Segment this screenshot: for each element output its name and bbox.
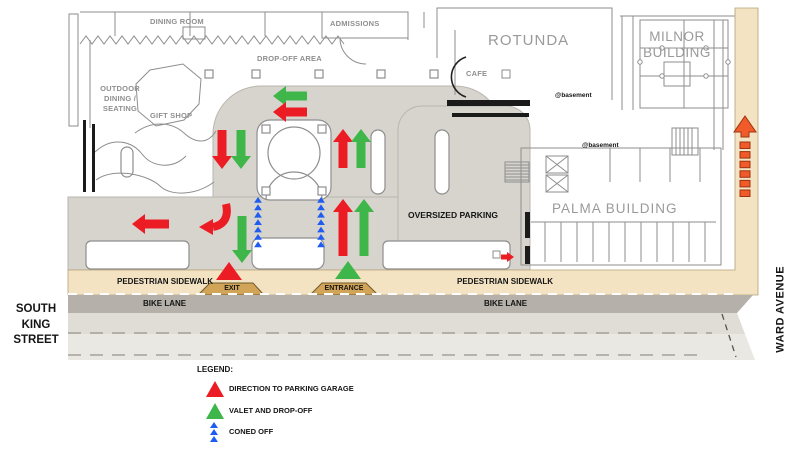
oversized-parking-label: OVERSIZED PARKING (408, 210, 499, 220)
corner-lane-line (721, 313, 737, 358)
bike-lane-label-right: BIKE LANE (484, 299, 528, 308)
palma-building-label: PALMA BUILDING (552, 201, 678, 216)
cafe-label: CAFE (466, 69, 488, 78)
outdoor-dining-label: OUTDOOR DINING / SEATING (100, 84, 140, 114)
legend-title: LEGEND: (197, 365, 233, 374)
legend-green-triangle-icon (206, 403, 224, 419)
garage-flow-south (212, 130, 232, 169)
sidewalk-label-right: PEDESTRIAN SIDEWALK (457, 277, 554, 286)
palma-gate-arrow (501, 252, 514, 262)
basement-label-lower: @basement (582, 142, 619, 149)
legend-item-parking-garage: DIRECTION TO PARKING GARAGE (229, 384, 354, 393)
garage-flow-north-upper (333, 129, 353, 168)
milnor-building-label: MILNOR BUILDING (643, 29, 711, 61)
dining-room-label: DINING ROOM (150, 17, 204, 26)
valet-flow-south (231, 130, 251, 169)
valet-flow-west (273, 86, 307, 106)
basement-label-upper: @basement (555, 92, 592, 99)
curb-island-center (251, 237, 325, 270)
south-king-street-label: SOUTH KING STREET (13, 303, 59, 347)
gift-shop-label: GIFT SHOP (150, 111, 193, 120)
ward-avenue-flow (733, 115, 757, 197)
exit-marker (216, 262, 242, 280)
legend-red-triangle-icon (206, 381, 224, 397)
ward-avenue-label: WARD AVENUE (774, 265, 787, 353)
coned-off-left (254, 197, 262, 248)
curb-island-west (85, 240, 190, 270)
bike-lane-label-left: BIKE LANE (143, 299, 187, 308)
drop-off-area-label: DROP-OFF AREA (257, 54, 322, 63)
street-upper-lane (68, 313, 745, 334)
building-outlines (68, 7, 735, 266)
legend-item-coned-off: CONED OFF (229, 427, 274, 436)
rotunda-label: ROTUNDA (488, 32, 570, 49)
gate-marker (492, 250, 501, 259)
sidewalk-label-left: PEDESTRIAN SIDEWALK (117, 277, 214, 286)
heavy-walls (83, 100, 530, 264)
entrance-ramp-label: ENTRANCE (324, 285, 364, 292)
legend-blue-cones-icon (210, 422, 218, 443)
valet-flow-north-upper (351, 129, 371, 168)
entrance-marker (335, 261, 361, 279)
exit-turn-curve (199, 203, 231, 235)
exit-flow-west (132, 214, 169, 234)
valet-flow-north-lower (354, 199, 374, 256)
garage-flow-north-lower (333, 199, 353, 256)
legend-item-valet-dropoff: VALET AND DROP-OFF (229, 406, 313, 415)
exit-ramp-label: EXIT (224, 285, 240, 292)
porte-cochere-island (256, 119, 332, 201)
garage-flow-west (273, 102, 307, 122)
coned-off-right (317, 197, 325, 248)
street-lower-lane (68, 334, 755, 360)
valet-entry-south (232, 216, 252, 263)
bike-lane-surface (68, 295, 753, 313)
admissions-label: ADMISSIONS (330, 19, 380, 28)
